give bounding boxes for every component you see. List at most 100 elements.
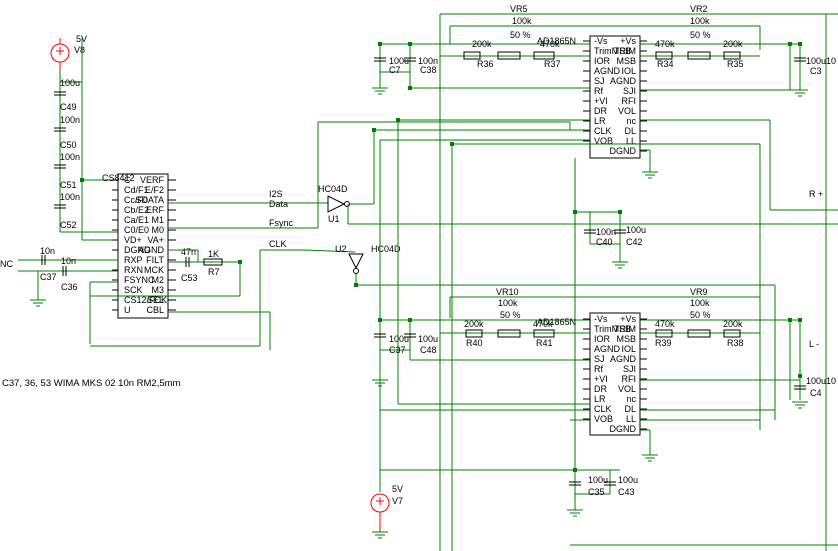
c52-value: 100n	[60, 192, 80, 202]
pin-label: SJI	[623, 86, 636, 96]
pin-label: RXP	[124, 255, 143, 265]
chip-ad1865-bottom: AD1865N -VsTrimMSBIORAGNDSJRf+VIDRLRCLKV…	[537, 312, 647, 436]
r41-ref: R41	[536, 338, 553, 348]
net-data: Data	[269, 199, 288, 209]
input-coupling: NC 10n C37 10n C36	[0, 246, 118, 307]
c38-value: 100n	[418, 56, 438, 66]
pin-label: VOL	[618, 384, 636, 394]
pin-label: DGND	[610, 424, 637, 434]
c37-in-ref: C37	[40, 272, 57, 282]
pin-label: LL	[626, 136, 636, 146]
mid-caps-bottom: 100u C35 100u C43	[380, 468, 638, 517]
r34-ref: R34	[657, 59, 674, 69]
vr10-percent: 50 %	[500, 310, 521, 320]
u2-ref: U2	[335, 244, 347, 254]
pin-label: Ca/E1	[124, 215, 149, 225]
c3-value: 100u	[806, 56, 826, 66]
pin-label: RXN	[124, 265, 143, 275]
r37-ref: R37	[544, 59, 561, 69]
c48b-ref: C48	[420, 345, 437, 355]
pin-label: M0	[151, 225, 164, 235]
vr2-value: 100k	[690, 16, 710, 26]
r39-value: 470k	[655, 319, 675, 329]
c4-ref: C4	[810, 388, 822, 398]
pin-label: AGND	[594, 66, 621, 76]
pin-label: M1	[151, 215, 164, 225]
c43-ref: C43	[618, 487, 635, 497]
c4-value: 100u	[806, 376, 826, 386]
pin-label: +Vs	[620, 36, 636, 46]
cs8412-name: CS8412	[102, 173, 135, 183]
pin-label: nc	[626, 394, 636, 404]
pin-label: Cc/F0	[124, 195, 148, 205]
c40-ref: C40	[596, 237, 613, 247]
net-clk: CLK	[269, 239, 287, 249]
pin-label: DL	[624, 126, 636, 136]
c38-ref: C38	[420, 65, 437, 75]
v7-value: 5V	[392, 484, 403, 494]
vr9-value: 100k	[690, 298, 710, 308]
c53-value: 47n	[181, 247, 196, 257]
pin-label: +Vs	[620, 314, 636, 324]
vr9-percent: 50 %	[690, 310, 711, 320]
c3-extra: 10	[826, 56, 836, 66]
chip-cs8412: CS8412 CCd/F1Cc/F0Cb/E2Ca/E1C0/E0VD+DGND…	[102, 173, 176, 319]
vr5-ref: VR5	[510, 4, 528, 14]
pin-label: VOB	[594, 414, 613, 424]
r7-ref: R7	[208, 267, 220, 277]
pin-label: LR	[594, 394, 606, 404]
c49-value: 100u	[60, 78, 80, 88]
pin-label: AGND	[594, 344, 621, 354]
vr9-ref: VR9	[690, 287, 708, 297]
pin-label: VA+	[147, 235, 164, 245]
pin-label: FILT	[146, 255, 164, 265]
c42-value: 100u	[626, 225, 646, 235]
pin-label: IOL	[621, 344, 636, 354]
c42-ref: C42	[626, 237, 643, 247]
pin-label: MCK	[144, 265, 164, 275]
c53-ref: C53	[181, 273, 198, 283]
pin-label: CLK	[594, 126, 612, 136]
pin-label: nc	[626, 116, 636, 126]
c37b-ref: C37	[389, 345, 406, 355]
c52-ref: C52	[60, 220, 77, 230]
inverter-u1: HC04D U1	[318, 130, 375, 224]
pin-label: LL	[626, 414, 636, 424]
u1-ref: U1	[328, 214, 340, 224]
c48b-value: 100u	[418, 334, 438, 344]
pin-label: SDATA	[135, 195, 164, 205]
pin-label: MSB	[616, 56, 636, 66]
vr10-value: 100k	[498, 298, 518, 308]
pin-label: TRIM	[614, 46, 636, 56]
v7-ref: V7	[392, 496, 403, 506]
c37b-value: 100u	[389, 334, 409, 344]
inverter-u2: HC04D U2	[335, 244, 401, 287]
source-v7: 5V V7	[370, 410, 403, 539]
nc-label: NC	[0, 259, 13, 269]
c50-ref: C50	[60, 140, 77, 150]
pin-label: +VI	[594, 96, 608, 106]
pin-label: SJI	[623, 364, 636, 374]
pin-label: AGND	[610, 354, 637, 364]
net-fsync: Fsync	[269, 218, 294, 228]
r34-value: 470k	[655, 39, 675, 49]
u1-type: HC04D	[318, 184, 348, 194]
pin-label: CS12/FCK	[124, 295, 167, 305]
chip-ad1865-top: AD1865N -VsTrimMSBIORAGNDSJRf+VIDRLRCLKV…	[537, 35, 647, 159]
pin-label: -Vs	[594, 36, 608, 46]
r35-value: 200k	[723, 39, 743, 49]
pin-label: MSB	[616, 334, 636, 344]
r39-ref: R39	[655, 338, 672, 348]
pin-label: ERF	[146, 205, 165, 215]
vr10-ref: VR10	[496, 287, 519, 297]
pin-label: CLK	[594, 404, 612, 414]
dac-top-name: AD1865N	[537, 36, 576, 46]
pin-label: TrimMSB	[594, 324, 631, 334]
pin-label: SEL	[147, 295, 164, 305]
pin-label: C0/E0	[124, 225, 149, 235]
net-r-plus: R +	[809, 189, 823, 199]
pin-label: RFI	[622, 374, 637, 384]
pin-label: C	[124, 175, 131, 185]
c43-value: 100u	[618, 475, 638, 485]
net-i2s: I2S	[269, 189, 283, 199]
